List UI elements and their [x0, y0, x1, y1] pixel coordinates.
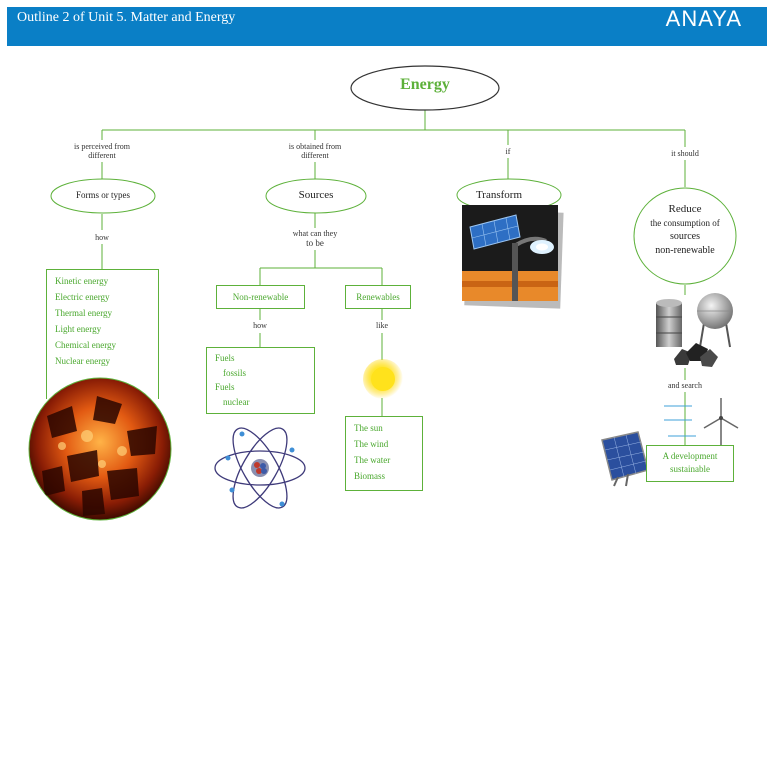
fuels-item: fossils [223, 367, 247, 378]
renewables-label: Renewables [356, 292, 400, 302]
renewable-item: Biomass [354, 471, 386, 481]
forms-label: Forms or types [76, 190, 130, 200]
link-should: it should [671, 149, 699, 158]
forms-item: Nuclear energy [55, 356, 111, 366]
link-obtained: is obtained from different [265, 142, 365, 160]
header-bar [7, 7, 767, 46]
link-obtained-line1: is obtained from [288, 142, 342, 151]
link-perceived-line1: is perceived from [74, 142, 130, 151]
brand-logo: ANAYA [665, 6, 742, 31]
reduce-node [633, 187, 737, 285]
forms-box: Kinetic energy Electric energy Thermal e… [46, 269, 159, 399]
renewables-box: Renewables [345, 285, 411, 309]
reduce-line4: non-renewable [655, 245, 715, 256]
forms-item: Thermal energy [55, 308, 113, 318]
link-if: if [505, 147, 511, 156]
link-what-can: what can they to be [270, 229, 360, 248]
non-renewable-box: Non-renewable [216, 285, 305, 309]
wind-turbine-icon [664, 398, 739, 446]
non-renewable-label: Non-renewable [232, 292, 289, 302]
renewable-item: The wind [354, 439, 389, 449]
link-perceived: is perceived from different [52, 142, 152, 160]
development-box: A development sustainable [646, 445, 734, 482]
link-how-fuels: how [253, 321, 267, 330]
fuels-item: nuclear [223, 396, 250, 407]
renewable-item: The water [354, 455, 391, 465]
energy-label: Energy [400, 76, 450, 93]
development-line2: sustainable [670, 464, 710, 474]
link-how-forms: how [95, 233, 109, 242]
transform-label: Transform [475, 189, 523, 201]
reduce-line1: Reduce [668, 203, 702, 215]
link-like: like [376, 321, 388, 330]
reduce-label: Reduce the consumption of sources non-re… [632, 202, 738, 258]
link-what-line2: to be [306, 238, 324, 248]
solar-lamp-image [462, 205, 564, 309]
forms-node [50, 178, 156, 214]
energy-node [350, 65, 500, 111]
fuels-item: Fuels [215, 382, 235, 392]
link-perceived-line2: different [88, 151, 116, 160]
forms-item: Electric energy [55, 292, 110, 302]
renewables-list: The sun The wind The water Biomass [346, 417, 422, 484]
link-obtained-line2: different [301, 151, 329, 160]
forms-list: Kinetic energy Electric energy Thermal e… [47, 270, 158, 369]
renewables-list-box: The sun The wind The water Biomass [345, 416, 423, 491]
development-label: A development sustainable [647, 446, 733, 476]
fire-image [28, 377, 172, 521]
page-title: Outline 2 of Unit 5. Matter and Energy [17, 10, 236, 25]
sun-icon [363, 359, 403, 399]
forms-item: Chemical energy [55, 340, 117, 350]
sources-label: Sources [298, 189, 334, 201]
link-what-line1: what can they [292, 229, 338, 238]
fuels-list: Fuels fossils Fuels nuclear [207, 348, 314, 409]
fuels-box: Fuels fossils Fuels nuclear [206, 347, 315, 414]
link-search: and search [668, 381, 702, 390]
forms-item: Kinetic energy [55, 276, 109, 286]
reduce-line2: the consumption of [650, 218, 720, 228]
sources-node [265, 178, 367, 214]
reduce-line3: sources [670, 231, 700, 242]
atom-icon [214, 427, 306, 509]
fuels-item: Fuels [215, 353, 235, 363]
coal-icon [674, 343, 718, 367]
development-line1: A development [662, 451, 718, 461]
oil-tank-icon [656, 293, 733, 348]
renewable-item: The sun [354, 423, 383, 433]
forms-item: Light energy [55, 324, 102, 334]
